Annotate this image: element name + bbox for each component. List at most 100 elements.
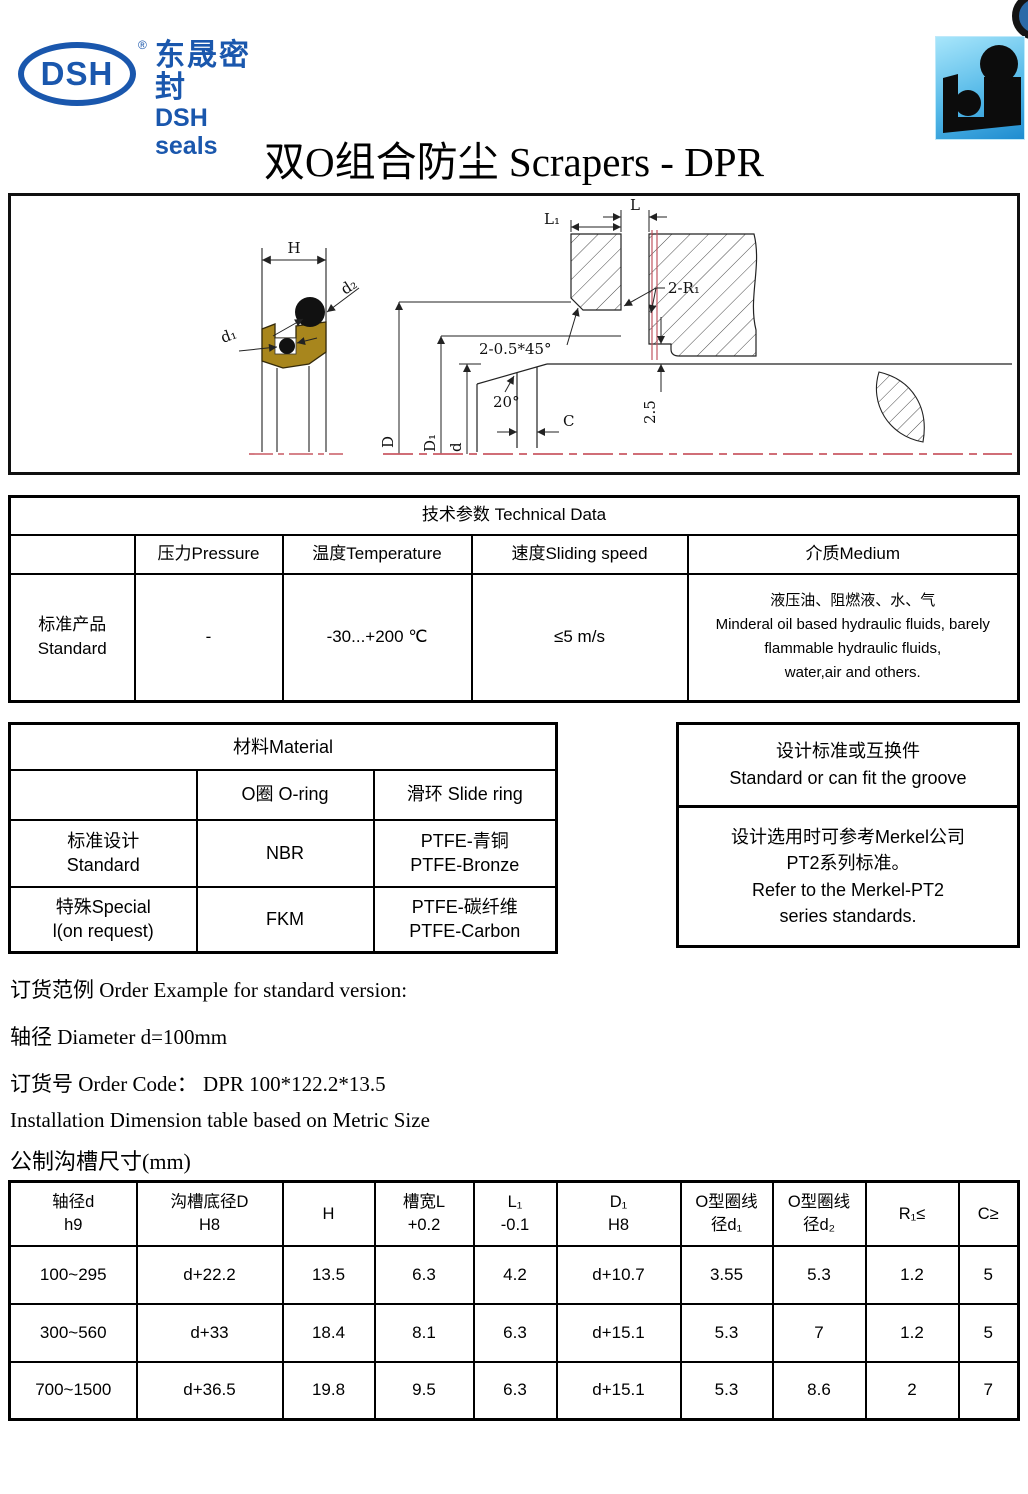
dim-table-cell: d+15.1 bbox=[555, 1360, 682, 1421]
dim-table-cell: 5 bbox=[957, 1302, 1020, 1363]
dim-column-header: R₁≤ bbox=[864, 1180, 960, 1247]
dim-table-cell: d+36.5 bbox=[135, 1360, 284, 1421]
technical-header-empty bbox=[8, 533, 136, 575]
shaft bbox=[476, 363, 1012, 452]
dim-label-L: L bbox=[630, 196, 640, 214]
technical-header-temperature: 温度Temperature bbox=[281, 533, 473, 575]
technical-drawing: H d₂ d₁ L L₁ bbox=[8, 193, 1020, 475]
dim-label-H: H bbox=[287, 239, 300, 257]
dim-table-cell: 6.3 bbox=[472, 1360, 558, 1421]
dim-table-cell: 1.2 bbox=[864, 1244, 960, 1305]
page-title: 双O组合防尘 Scrapers - DPR bbox=[264, 139, 764, 185]
dim-label-d: d bbox=[447, 442, 465, 452]
dim-label-d1: d₁ bbox=[218, 325, 239, 347]
standards-box-title: 设计标准或互换件 Standard or can fit the groove bbox=[679, 725, 1017, 808]
dim-table-cell: 8.6 bbox=[771, 1360, 867, 1421]
technical-pressure-value: - bbox=[133, 572, 284, 703]
dim-table-cell: 19.8 bbox=[281, 1360, 376, 1421]
seal-leaders bbox=[238, 287, 360, 352]
dsh-logo: DSH ® 东晟密封 DSH seals bbox=[18, 38, 268, 160]
dim-table-cell: 300~560 bbox=[8, 1302, 138, 1363]
dim-label-chamfer: 2-0.5*45° bbox=[479, 340, 552, 358]
angle-leader bbox=[504, 375, 515, 393]
dim-table-cell: 9.5 bbox=[373, 1360, 475, 1421]
dim-table-cell: 2 bbox=[864, 1360, 960, 1421]
material-special-label: 特殊Special l(on request) bbox=[8, 885, 198, 954]
order-example-code: 订货号 Order Code： DPR 100*122.2*13.5 bbox=[10, 1072, 386, 1096]
dim-table-cell: 100~295 bbox=[8, 1244, 138, 1305]
material-header-oring: O圈 O-ring bbox=[195, 768, 375, 821]
seal-pictogram-shapes bbox=[943, 45, 1021, 133]
material-header-empty bbox=[8, 768, 198, 821]
installation-heading: Installation Dimension table based on Me… bbox=[10, 1108, 430, 1132]
dim-table-cell: d+22.2 bbox=[135, 1244, 284, 1305]
dim-table-cell: 6.3 bbox=[373, 1244, 475, 1305]
material-special-slidering: PTFE-碳纤维 PTFE-Carbon bbox=[372, 885, 558, 954]
registered-trademark-symbol: ® bbox=[138, 38, 147, 52]
dim-table-cell: 3.55 bbox=[679, 1244, 774, 1305]
technical-table-title: 技术参数 Technical Data bbox=[8, 495, 1020, 536]
technical-header-speed: 速度Sliding speed bbox=[470, 533, 689, 575]
material-table: 材料Material O圈 O-ring 滑环 Slide ring 标准设计 … bbox=[8, 722, 558, 954]
logo-wordmark: 东晟密封 DSH seals bbox=[155, 39, 268, 161]
dim-column-header: L₁-0.1 bbox=[472, 1180, 558, 1247]
material-header-slidering: 滑环 Slide ring bbox=[372, 768, 558, 821]
dim-table-cell: 8.1 bbox=[373, 1302, 475, 1363]
dim-table-cell: 5.3 bbox=[771, 1244, 867, 1305]
dim-table-cell: 700~1500 bbox=[8, 1360, 138, 1421]
order-example-heading: 订货范例 Order Example for standard version: bbox=[10, 978, 408, 1002]
dim-label-L1: L₁ bbox=[544, 210, 560, 228]
dim-table-cell: 7 bbox=[771, 1302, 867, 1363]
logo-chinese-name: 东晟密封 bbox=[155, 39, 251, 104]
dim-table-cell: d+10.7 bbox=[555, 1244, 682, 1305]
dim-table-cell: 7 bbox=[957, 1360, 1020, 1421]
standards-box-body: 设计选用时可参考Merkel公司 PT2系列标准。 Refer to the M… bbox=[730, 827, 965, 926]
material-standard-oring: NBR bbox=[195, 818, 375, 888]
chamfer-leader bbox=[566, 307, 580, 346]
material-special-oring: FKM bbox=[195, 885, 375, 954]
technical-header-medium: 介质Medium bbox=[686, 533, 1020, 575]
dim-table-cell: 18.4 bbox=[281, 1302, 376, 1363]
technical-data-table: 技术参数 Technical Data 压力Pressure 温度Tempera… bbox=[8, 495, 1020, 703]
standards-box: 设计标准或互换件 Standard or can fit the groove … bbox=[676, 722, 1020, 948]
housing-left-block bbox=[570, 233, 622, 311]
dim-R1-leaders bbox=[623, 287, 665, 314]
dim-table-cell: 4.2 bbox=[472, 1244, 558, 1305]
technical-header-pressure: 压力Pressure bbox=[133, 533, 284, 575]
dim-label-angle: 20° bbox=[493, 393, 520, 411]
dim-label-D1: D₁ bbox=[421, 434, 439, 452]
dim-L1 bbox=[570, 220, 621, 232]
technical-medium-value: 液压油、阻燃液、水、气 Minderal oil based hydraulic… bbox=[686, 572, 1020, 703]
drawing-svg: H d₂ d₁ L L₁ bbox=[218, 196, 1012, 455]
technical-row-label: 标准产品 Standard bbox=[8, 572, 136, 703]
o-ring-d1 bbox=[279, 338, 295, 354]
dim-column-header: C≥ bbox=[957, 1180, 1020, 1247]
housing-right-block bbox=[648, 233, 758, 357]
dim-diameters bbox=[395, 301, 621, 454]
installation-subheading: 公制沟槽尺寸(mm) bbox=[10, 1149, 191, 1174]
o-ring-d2 bbox=[295, 297, 325, 327]
dim-label-R1: 2-R₁ bbox=[668, 279, 700, 297]
dim-table-cell: 5.3 bbox=[679, 1360, 774, 1421]
dim-column-header: 槽宽L+0.2 bbox=[373, 1180, 475, 1247]
dim-table-cell: 13.5 bbox=[281, 1244, 376, 1305]
order-example-diameter: 轴径 Diameter d=100mm bbox=[10, 1025, 228, 1049]
material-standard-slidering: PTFE-青铜 PTFE-Bronze bbox=[372, 818, 558, 888]
dim-column-header: O型圈线径d₁ bbox=[679, 1180, 774, 1247]
dim-table-cell: 1.2 bbox=[864, 1302, 960, 1363]
dim-column-header: H bbox=[281, 1180, 376, 1247]
dsh-logo-oval: DSH bbox=[18, 42, 136, 106]
dim-label-C: C bbox=[563, 412, 574, 430]
dim-table-cell: d+15.1 bbox=[555, 1302, 682, 1363]
logo-mark-text: DSH bbox=[40, 55, 114, 92]
technical-speed-value: ≤5 m/s bbox=[470, 572, 689, 703]
